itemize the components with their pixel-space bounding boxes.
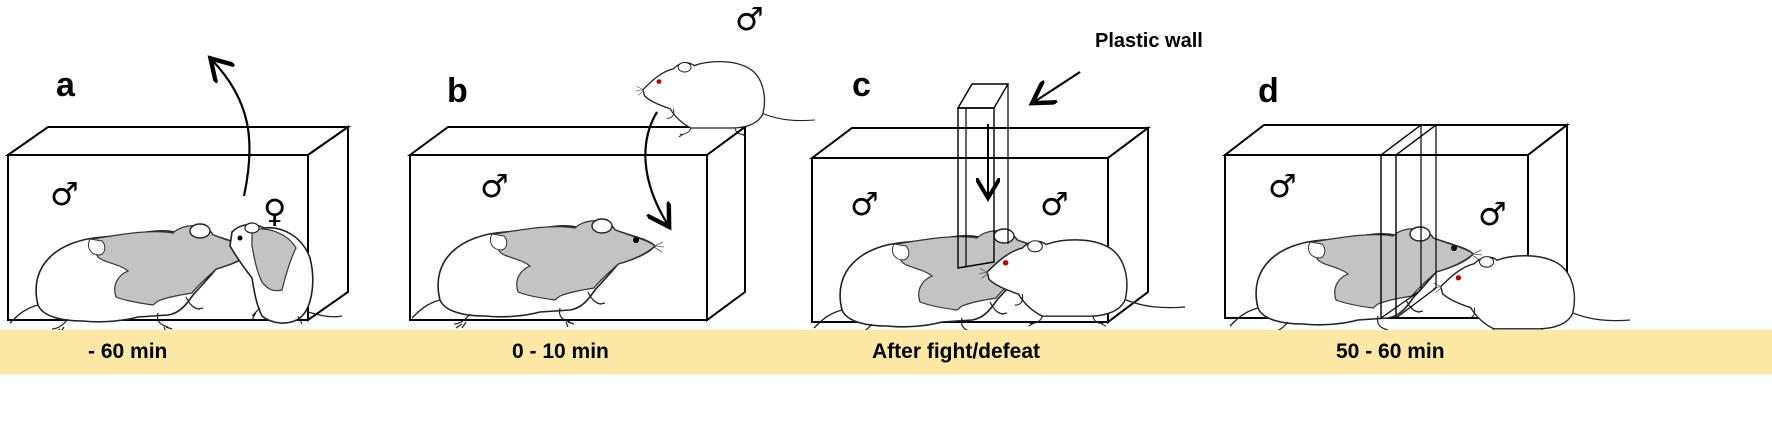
remove-female-arrow [212, 60, 251, 197]
time-label-a: - 60 min [88, 340, 168, 363]
male-symbol-b: ♂ [480, 167, 509, 205]
male-symbol-intruder-c: ♂ [1040, 185, 1069, 223]
diagram-drawing: ♂ ♀ ♂ ♂ ♂ ♂ ♂ ♂ [4, 0, 1631, 330]
panel-letter-a: a [56, 66, 75, 104]
time-label-d: 50 - 60 min [1336, 340, 1445, 363]
male-symbol-a: ♂ [50, 175, 79, 213]
plastic-wall-pointer-arrow [1034, 71, 1081, 102]
male-symbol-c: ♂ [850, 185, 879, 223]
panel-letter-c: c [852, 66, 871, 104]
panel-letter-b: b [447, 72, 468, 110]
female-symbol: ♀ [263, 192, 286, 230]
male-symbol-intruder-b: ♂ [735, 0, 764, 38]
intruder-rat-b [635, 60, 816, 138]
time-label-c: After fight/defeat [872, 340, 1040, 363]
male-symbol-intruder-d: ♂ [1478, 195, 1507, 233]
plastic-wall-c [956, 83, 1010, 269]
plastic-wall-label: Plastic wall [1095, 30, 1203, 52]
intruder-insert-arrow [644, 111, 668, 225]
male-symbol-d: ♂ [1268, 167, 1297, 205]
timeline-band: - 60 min 0 - 10 min After fight/defeat 5… [0, 330, 1772, 374]
time-label-b: 0 - 10 min [512, 340, 609, 363]
panel-letter-d: d [1258, 72, 1279, 110]
plastic-wall-d [1380, 124, 1437, 319]
